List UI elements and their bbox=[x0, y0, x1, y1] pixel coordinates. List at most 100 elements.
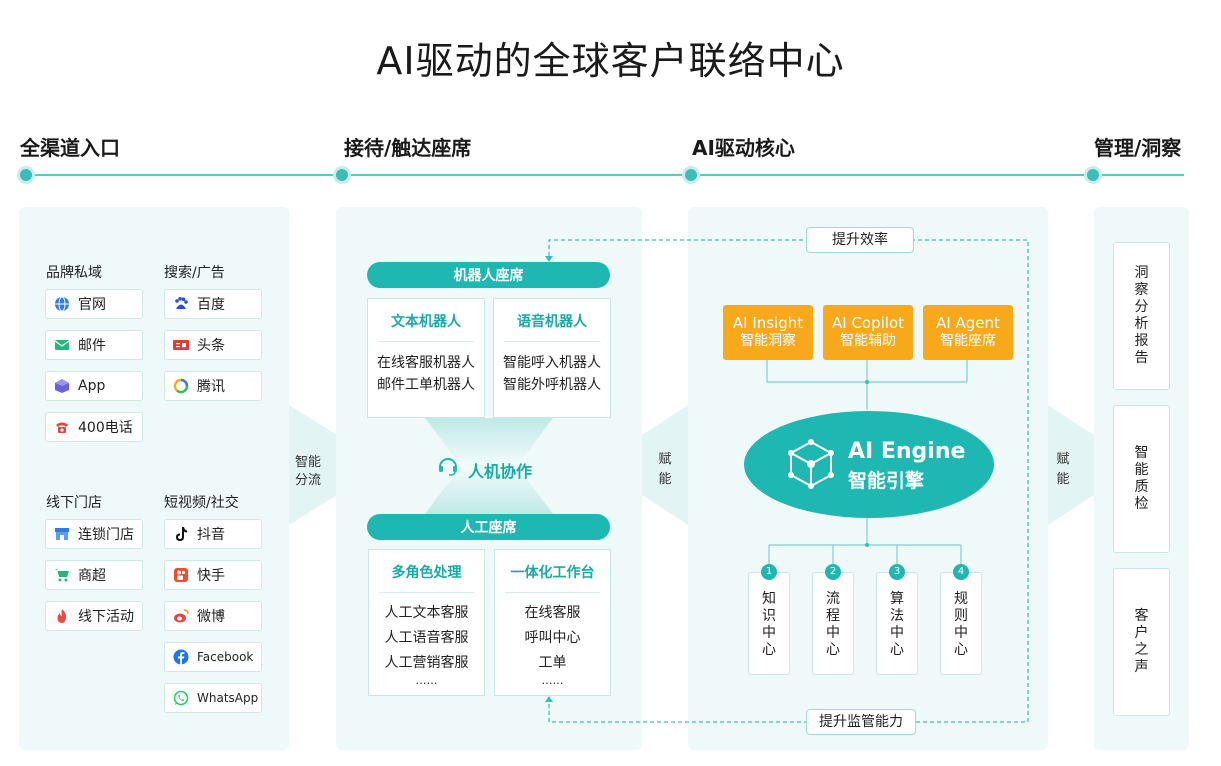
channel-chip-weibo[interactable]: 微博 bbox=[164, 601, 262, 631]
module-en: AI Insight bbox=[732, 314, 804, 332]
channel-chip-website[interactable]: 官网 bbox=[45, 289, 143, 319]
efficiency-tag: 提升效率 bbox=[806, 227, 914, 253]
insight-char: 质 bbox=[1134, 479, 1149, 495]
center-char: 算 bbox=[890, 591, 904, 607]
channel-label: 商超 bbox=[78, 568, 106, 584]
center-char: 法 bbox=[890, 608, 904, 624]
card-title: 多角色处理 bbox=[391, 565, 462, 581]
insight-char: 报 bbox=[1134, 333, 1149, 349]
insight-char: 客 bbox=[1134, 608, 1149, 624]
card-line: 智能外呼机器人 bbox=[503, 377, 601, 393]
insight-char: 检 bbox=[1134, 496, 1149, 512]
channel-label: App bbox=[78, 378, 106, 394]
insight-char: 洞 bbox=[1134, 265, 1149, 281]
center-process[interactable]: 流 程 中 心 bbox=[812, 572, 854, 675]
voice-of-customer-card[interactable]: 客 户 之 声 bbox=[1113, 568, 1170, 716]
center-char: 则 bbox=[954, 608, 968, 624]
channel-label: 连锁门店 bbox=[78, 527, 134, 543]
channel-label: 微博 bbox=[197, 609, 225, 625]
group-label-private: 品牌私域 bbox=[46, 265, 102, 281]
empower-label: 赋 bbox=[1056, 452, 1070, 467]
timeline-line bbox=[24, 174, 1184, 176]
center-knowledge[interactable]: 知 识 中 心 bbox=[748, 572, 790, 675]
quality-inspection-card[interactable]: 智 能 质 检 bbox=[1113, 405, 1170, 553]
center-char: 中 bbox=[890, 625, 904, 641]
channel-chip-phone[interactable]: 400电话 bbox=[45, 412, 143, 442]
kuaishou-icon bbox=[173, 567, 189, 583]
channel-label: 邮件 bbox=[78, 338, 106, 354]
card-voice-robot: 语音机器人 智能呼入机器人 智能外呼机器人 bbox=[493, 298, 611, 418]
channel-chip-supermarket[interactable]: 商超 bbox=[45, 560, 143, 590]
channel-chip-email[interactable]: 邮件 bbox=[45, 330, 143, 360]
engine-cube-icon bbox=[786, 438, 836, 490]
module-en: AI Copilot bbox=[831, 314, 905, 332]
channel-label: 官网 bbox=[78, 297, 106, 313]
insight-char: 分 bbox=[1134, 299, 1149, 315]
module-cn: 智能洞察 bbox=[740, 333, 796, 349]
flow-label-smart: 智能 bbox=[294, 455, 321, 470]
channel-chip-offline-event[interactable]: 线下活动 bbox=[45, 601, 143, 631]
channel-chip-app[interactable]: App bbox=[45, 371, 143, 401]
channel-chip-whatsapp[interactable]: WhatsApp bbox=[164, 683, 262, 713]
center-number-badge: 3 bbox=[889, 564, 905, 580]
center-char: 规 bbox=[954, 591, 968, 607]
timeline-dot bbox=[336, 169, 348, 181]
connector-lines bbox=[766, 360, 968, 570]
insight-char: 之 bbox=[1134, 642, 1149, 658]
channel-chip-kuaishou[interactable]: 快手 bbox=[164, 560, 262, 590]
channel-label: 抖音 bbox=[197, 527, 225, 543]
engine-title-cn: 智能引擎 bbox=[848, 470, 925, 492]
channel-chip-baidu[interactable]: 百度 bbox=[164, 289, 262, 319]
center-char: 中 bbox=[762, 625, 776, 641]
center-algorithm[interactable]: 算 法 中 心 bbox=[876, 572, 918, 675]
group-label-social: 短视频/社交 bbox=[164, 495, 239, 511]
module-ai-insight[interactable]: AI Insight 智能洞察 bbox=[723, 305, 813, 360]
card-line: 人工文本客服 bbox=[384, 605, 469, 621]
supervision-tag: 提升监管能力 bbox=[806, 709, 916, 735]
app-cube-icon bbox=[54, 378, 70, 394]
center-char: 心 bbox=[762, 642, 776, 658]
ai-engine[interactable] bbox=[744, 411, 994, 518]
card-multi-role: 多角色处理 人工文本客服 人工语音客服 人工营销客服 …… bbox=[368, 549, 485, 696]
channel-chip-toutiao[interactable]: 头条 bbox=[164, 330, 262, 360]
mail-icon bbox=[54, 337, 70, 353]
insight-report-card[interactable]: 洞 察 分 析 报 告 bbox=[1113, 242, 1170, 390]
tencent-icon bbox=[173, 378, 189, 394]
weibo-icon bbox=[173, 608, 189, 624]
cart-icon bbox=[54, 567, 70, 583]
stage-heading-entry: 全渠道入口 bbox=[20, 136, 120, 160]
center-number-badge: 2 bbox=[825, 564, 841, 580]
fire-icon bbox=[54, 608, 70, 624]
channel-chip-facebook[interactable]: Facebook bbox=[164, 642, 262, 672]
center-char: 中 bbox=[826, 625, 840, 641]
module-ai-copilot[interactable]: AI Copilot 智能辅助 bbox=[823, 305, 913, 360]
channel-chip-tencent[interactable]: 腾讯 bbox=[164, 371, 262, 401]
group-label-offline: 线下门店 bbox=[46, 495, 102, 511]
channel-chip-douyin[interactable]: 抖音 bbox=[164, 519, 262, 549]
center-char: 心 bbox=[826, 642, 840, 658]
card-line: 人工语音客服 bbox=[384, 630, 469, 646]
insight-char: 能 bbox=[1134, 462, 1149, 478]
collaboration-hourglass bbox=[425, 418, 553, 514]
stage-heading-core: AI驱动核心 bbox=[692, 136, 795, 160]
center-char: 心 bbox=[954, 642, 968, 658]
insight-char: 察 bbox=[1134, 282, 1149, 298]
channel-label: 快手 bbox=[197, 568, 225, 584]
globe-icon bbox=[54, 296, 70, 312]
card-line: …… bbox=[541, 674, 564, 687]
card-line: 工单 bbox=[538, 655, 567, 671]
page-title: AI驱动的全球客户联络中心 bbox=[376, 39, 845, 83]
empower-connector bbox=[1048, 405, 1094, 525]
center-char: 知 bbox=[762, 591, 776, 607]
channel-label: 腾讯 bbox=[197, 379, 225, 395]
insight-char: 户 bbox=[1134, 625, 1149, 641]
flow-connector bbox=[289, 405, 337, 525]
card-title: 语音机器人 bbox=[517, 314, 587, 330]
timeline-dot bbox=[1087, 169, 1099, 181]
channel-chip-chain-store[interactable]: 连锁门店 bbox=[45, 519, 143, 549]
channel-label: 400电话 bbox=[78, 420, 133, 436]
center-rules[interactable]: 规 则 中 心 bbox=[940, 572, 982, 675]
toutiao-icon bbox=[173, 337, 189, 353]
card-text-robot: 文本机器人 在线客服机器人 邮件工单机器人 bbox=[367, 298, 485, 418]
module-ai-agent[interactable]: AI Agent 智能座席 bbox=[923, 305, 1013, 360]
